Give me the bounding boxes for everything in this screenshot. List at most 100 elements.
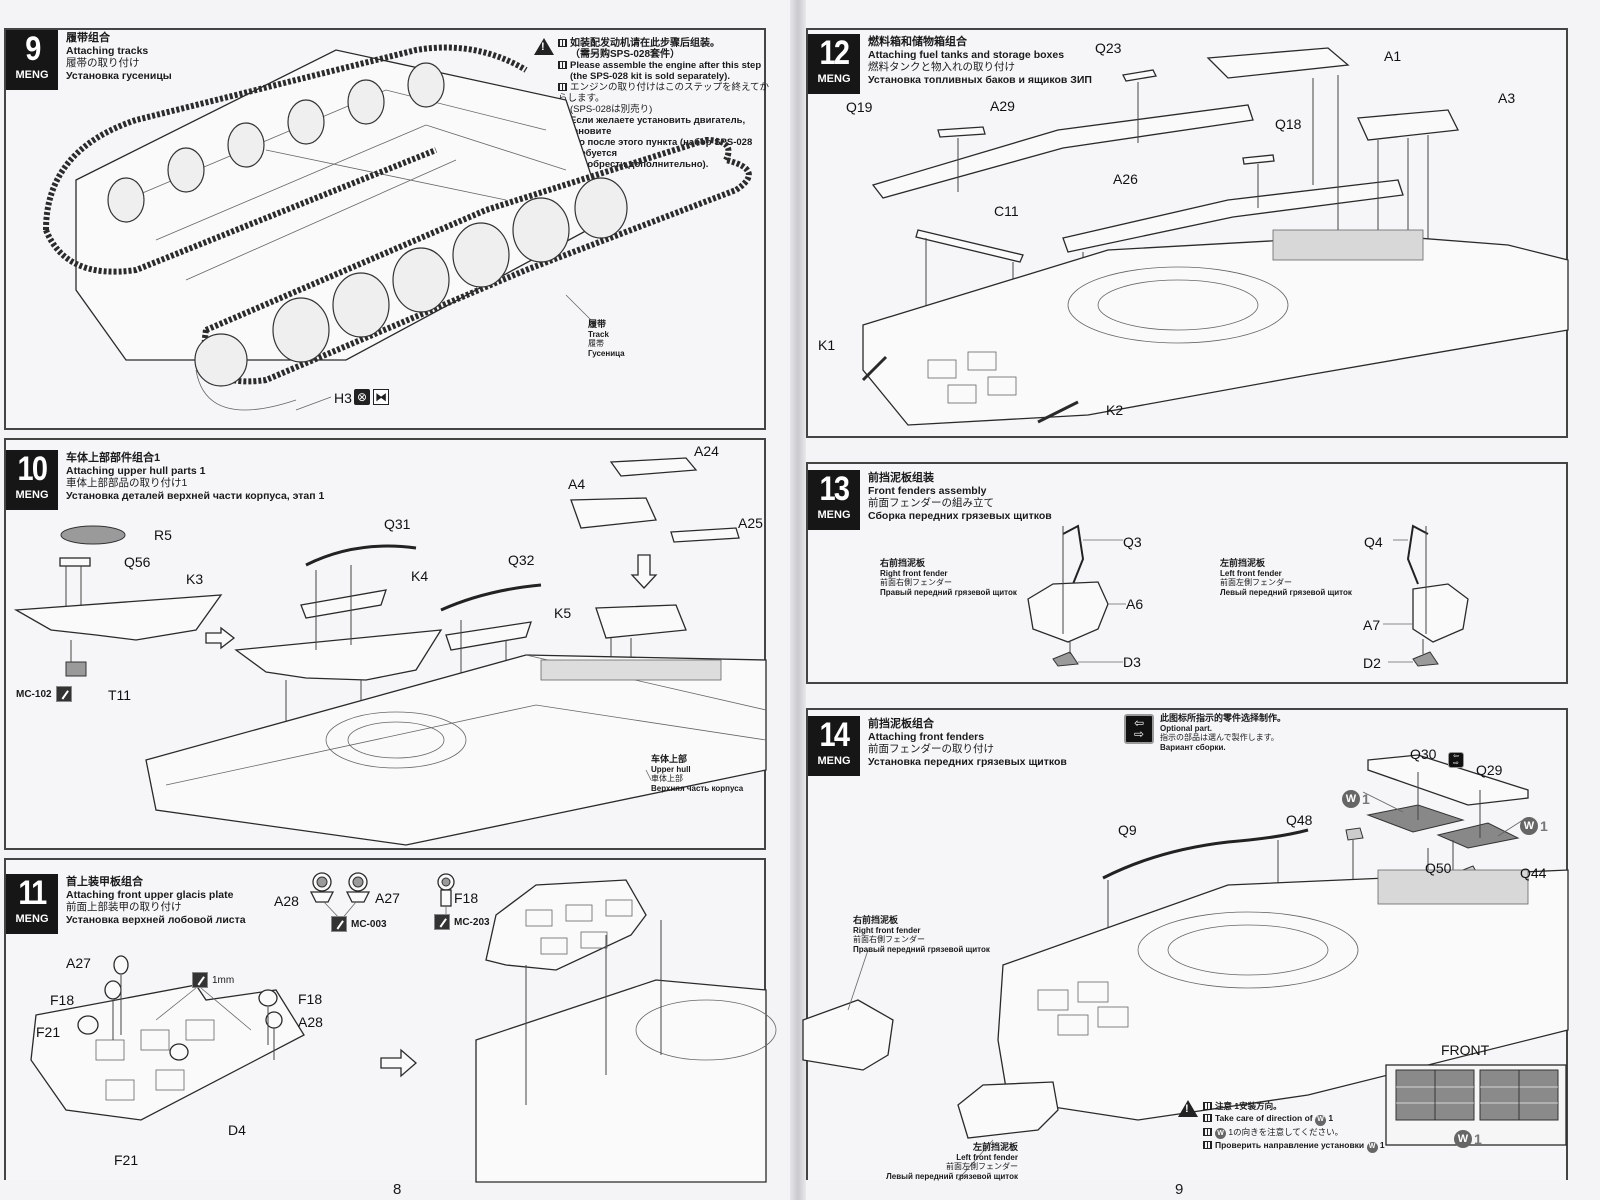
right-fender-en: Right front fender	[880, 568, 948, 578]
track-callout: 履带 Track 履帯 Гусеница	[588, 319, 625, 358]
hull-tracks-drawing	[43, 44, 752, 411]
page-number-left: 8	[393, 1181, 402, 1198]
paint-chip-icon	[331, 916, 347, 932]
part-label-q4: Q4	[1364, 534, 1383, 550]
title-ru: Установка передних грязевых щитков	[868, 755, 1067, 768]
title-zh: 首上装甲板组合	[66, 876, 143, 888]
direction-ja: 1の向きを注意してください。	[1226, 1126, 1344, 1137]
step-11-panel: 11 MENG 首上装甲板组合 Attaching front upper gl…	[4, 858, 777, 1183]
do-not-glue-icon: ⊗	[354, 389, 370, 405]
step-11-header: 11 MENG 首上装甲板组合 Attaching front upper gl…	[6, 874, 246, 934]
part-label-q30: Q30	[1410, 746, 1437, 762]
note-ru-2: его после этого пункта (набор SPS-028 тр…	[570, 137, 753, 159]
title-ja: 前面フェンダーの組み立て	[868, 497, 994, 509]
title-ru: Установка верхней лобовой листа	[66, 913, 246, 926]
part-label-q44: Q44	[1520, 865, 1547, 881]
step-13-header: 13 MENG 前挡泥板组装 Front fenders assembly 前面…	[808, 470, 1052, 530]
paint-chip-icon	[434, 914, 450, 930]
part-label-a28-icon: A28	[274, 893, 299, 909]
note-ja-2: (SPS-028は別売り)	[570, 104, 653, 115]
track-ja: 履帯	[588, 339, 604, 348]
page-gutter	[790, 0, 806, 1200]
step-9-header: 9 MENG 履带组合 Attaching tracks 履帯の取り付け Уст…	[6, 30, 172, 90]
part-label-q50: Q50	[1425, 860, 1452, 876]
left-fender-en: Left front fender	[1220, 568, 1282, 578]
upper-hull-ru: Верхняя часть корпуса	[651, 783, 744, 793]
right-fender-en: Right front fender	[853, 925, 921, 935]
w-part-badge: W	[1454, 1130, 1472, 1148]
part-label-a1: A1	[1384, 48, 1402, 64]
upper-hull-drawing	[13, 457, 767, 846]
part-label-d3: D3	[1123, 654, 1141, 670]
step-13-badge: 13 MENG	[808, 470, 860, 530]
w1-label-right: W 1	[1520, 817, 1548, 835]
note-ru-3: приобрести дополнительно).	[570, 159, 709, 170]
warning-icon	[534, 38, 554, 55]
part-label-d2: D2	[1363, 655, 1381, 671]
part-label-a29: A29	[990, 98, 1015, 114]
lang-ja-icon	[558, 83, 567, 91]
left-front-fender-label: 左前挡泥板 Left front fender 前面左側フェンダー Левый …	[1220, 558, 1352, 597]
lang-zh-icon	[1203, 1102, 1212, 1110]
left-fender-ru: Левый передний грязевой щиток	[886, 1171, 1018, 1181]
note-en-1: Please assemble the engine after this st…	[570, 60, 762, 71]
step-9-titles: 履带组合 Attaching tracks 履帯の取り付け Установка …	[66, 30, 172, 82]
note-ja-1: エンジンの取り付けはこのステップを終えてからします。	[558, 82, 770, 104]
optional-part-icon: ⇦⇨	[1124, 714, 1154, 744]
title-ja: 車体上部部品の取り付け1	[66, 477, 188, 489]
warning-icon	[1178, 1100, 1198, 1117]
optional-ja: 指示の部品は選んで製作します。	[1160, 733, 1279, 742]
title-en: Attaching fuel tanks and storage boxes	[868, 48, 1065, 61]
glacis-plate-drawing	[30, 872, 777, 1183]
part-label-a3: A3	[1498, 90, 1516, 106]
lang-ja-icon	[1203, 1127, 1212, 1136]
page-number-right: 9	[1175, 1181, 1184, 1198]
step-number: 11	[18, 874, 47, 912]
step-14-badge: 14 MENG	[808, 716, 860, 776]
w-part-number: 1	[1474, 1131, 1482, 1147]
step-14-titles: 前挡泥板组合 Attaching front fenders 前面フェンダーの取…	[868, 716, 1067, 768]
part-label-a7: A7	[1363, 617, 1381, 633]
title-ru: Установка гусеницы	[66, 69, 172, 82]
part-label-r5: R5	[154, 527, 172, 543]
paint-code: MC-102	[16, 688, 52, 700]
w-part-badge: W	[1342, 790, 1360, 808]
right-fender-ru: Правый передний грязевой щиток	[853, 944, 990, 954]
step-number: 9	[24, 30, 41, 68]
left-fender-ru: Левый передний грязевой щиток	[1220, 587, 1352, 597]
part-label-q19: Q19	[846, 99, 873, 115]
drill-1mm: 1mm	[192, 972, 234, 988]
title-ja: 燃料タンクと物入れの取り付け	[868, 61, 1015, 73]
step-number: 10	[17, 450, 48, 488]
step-11-titles: 首上装甲板组合 Attaching front upper glacis pla…	[66, 874, 246, 926]
left-fender-en: Left front fender	[956, 1152, 1018, 1162]
title-ru: Сборка передних грязевых щитков	[868, 509, 1052, 522]
title-en: Attaching front fenders	[868, 730, 985, 743]
lang-zh-icon	[558, 39, 567, 47]
part-label-d4: D4	[228, 1122, 246, 1138]
part-label-k3: K3	[186, 571, 204, 587]
step-11-badge: 11 MENG	[6, 874, 58, 934]
left-fender-ja: 前面左側フェンダー	[946, 1162, 1018, 1171]
part-label-f18-left: F18	[50, 992, 75, 1008]
title-ja: 履帯の取り付け	[66, 57, 140, 69]
right-front-fender-label: 右前挡泥板 Right front fender 前面右側フェンダー Правы…	[853, 915, 990, 954]
paint-mc-203: MC-203	[434, 914, 490, 930]
optional-part-icon-small: ⇦⇨	[1448, 752, 1464, 768]
title-zh: 燃料箱和储物箱组合	[868, 36, 967, 48]
direction-note: 注意 1安装方向。 Take care of direction of W 1 …	[1203, 1100, 1385, 1153]
part-label-f18-icon: F18	[454, 890, 479, 906]
part-label-q48: Q48	[1286, 812, 1313, 828]
upper-hull-callout: 车体上部 Upper hull 車体上部 Верхняя часть корпу…	[651, 754, 744, 793]
note-zh-2: （需另购SPS-028套件）	[570, 49, 681, 60]
right-front-fender-label: 右前挡泥板 Right front fender 前面右側フェンダー Правы…	[880, 558, 1017, 597]
paint-mc-102: MC-102	[16, 686, 72, 702]
step-10-badge: 10 MENG	[6, 450, 58, 510]
attach-fenders-drawing	[802, 754, 1569, 1181]
lang-ru-icon	[1203, 1141, 1212, 1149]
part-label-a27-icon: A27	[375, 890, 400, 906]
title-ru: Установка топливных баков и ящиков ЗИП	[868, 73, 1092, 86]
part-label-q18: Q18	[1275, 116, 1302, 132]
part-label-a27: A27	[66, 955, 91, 971]
left-front-fender-label: 左前挡泥板 Left front fender 前面左側フェンダー Левый …	[868, 1142, 1018, 1181]
